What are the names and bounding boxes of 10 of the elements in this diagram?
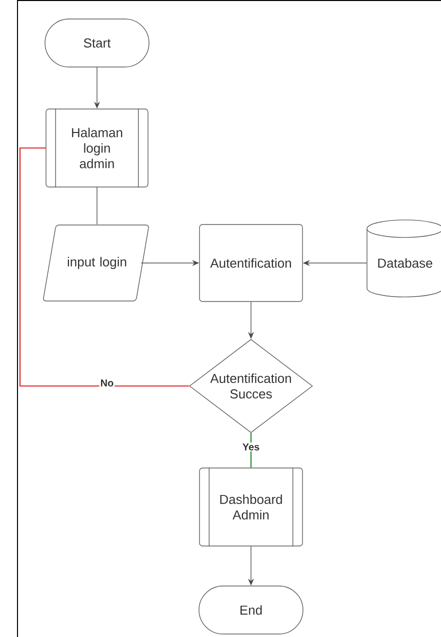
connector [96, 187, 98, 225]
connector [250, 433, 252, 468]
edge-label: No [99, 378, 115, 388]
edge-label: Yes [241, 442, 261, 452]
subroutine-box: Dashboard Admin [199, 467, 303, 547]
connector [19, 147, 190, 387]
input-parallelogram: input login [43, 224, 149, 302]
subroutine-box: Halaman login admin [46, 108, 148, 188]
database-cylinder: Database [366, 220, 441, 298]
process-box: Autentification [199, 224, 303, 302]
